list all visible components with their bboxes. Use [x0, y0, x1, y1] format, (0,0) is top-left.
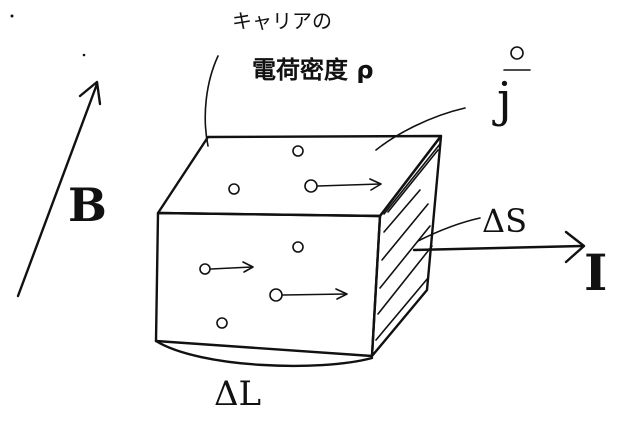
magnetic-field-arrow — [16, 80, 102, 298]
block-top-face — [156, 134, 443, 218]
cross-section-hatching — [375, 143, 441, 341]
carriers-front — [199, 241, 348, 329]
block-front-face — [154, 211, 382, 358]
current-density-marker — [503, 46, 531, 71]
block-right-face — [370, 134, 443, 358]
carriers-top — [228, 145, 382, 195]
carrier-label-line1: キャリアの — [232, 9, 332, 33]
current-density-label: j — [492, 72, 512, 128]
carrier-label-line2: 電荷密度 ρ — [252, 56, 374, 84]
stray-dot — [10, 14, 14, 18]
current-arrow — [412, 230, 586, 264]
length-label: ΔL — [214, 374, 261, 414]
magnetic-field-label: B — [68, 178, 107, 232]
conductor-block — [154, 134, 443, 358]
stray-dot — [82, 53, 86, 57]
length-brace — [154, 339, 374, 368]
area-leader-line — [417, 217, 481, 242]
area-label: ΔS — [482, 202, 527, 240]
current-density-leader-line — [375, 107, 466, 151]
carrier-leader-line — [204, 55, 219, 147]
current-label: I — [584, 243, 607, 302]
